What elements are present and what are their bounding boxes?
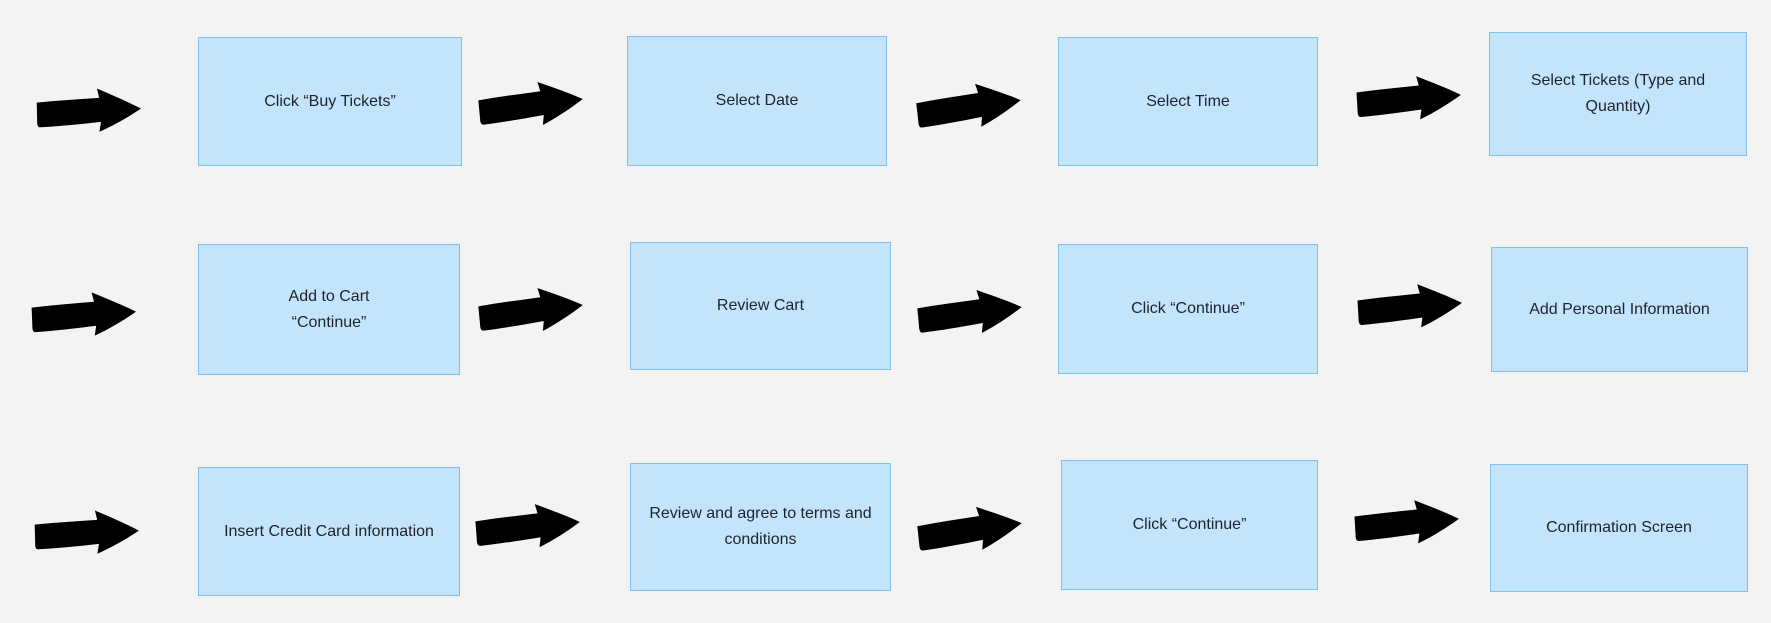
step-label: Review and agree to terms and conditions: [649, 505, 872, 548]
step-label: Click “Continue”: [1131, 300, 1245, 318]
step-label: Add Personal Information: [1529, 300, 1710, 318]
step-select-tickets-type-quantity[interactable]: Select Tickets (Type and Quantity): [1489, 32, 1747, 156]
step-review-agree-terms-conditions[interactable]: Review and agree to terms and conditions: [630, 463, 891, 591]
step-confirmation-screen[interactable]: Confirmation Screen: [1490, 464, 1748, 592]
step-label: Click “Buy Tickets”: [264, 92, 396, 110]
flow-arrow-icon: [36, 87, 142, 134]
step-review-cart[interactable]: Review Cart: [630, 242, 891, 370]
flow-arrow-icon: [1355, 73, 1463, 124]
flow-arrow-icon: [915, 285, 1025, 340]
flow-arrow-icon: [30, 290, 138, 339]
step-label: Select Time: [1146, 92, 1230, 110]
step-add-personal-information[interactable]: Add Personal Information: [1491, 247, 1748, 372]
step-add-to-cart-continue[interactable]: Add to Cart “Continue”: [198, 244, 460, 375]
flow-arrow-icon: [34, 509, 140, 556]
flow-arrow-icon: [915, 501, 1025, 558]
flow-arrow-icon: [474, 500, 582, 553]
step-select-time[interactable]: Select Time: [1058, 37, 1318, 166]
step-insert-credit-card-information[interactable]: Insert Credit Card information: [198, 467, 460, 596]
flow-arrow-icon: [1353, 497, 1461, 548]
step-label: Review Cart: [716, 297, 805, 315]
step-click-buy-tickets[interactable]: Click “Buy Tickets”: [198, 37, 462, 166]
step-label: Confirmation Screen: [1546, 519, 1692, 537]
step-label: Select Tickets (Type and Quantity): [1530, 72, 1706, 115]
step-label: Add to Cart “Continue”: [288, 287, 370, 331]
step-label: Insert Credit Card information: [224, 522, 434, 540]
step-label: Select Date: [715, 92, 799, 110]
step-click-continue-payment[interactable]: Click “Continue”: [1061, 460, 1318, 590]
step-label: Click “Continue”: [1132, 516, 1247, 534]
step-click-continue-cart[interactable]: Click “Continue”: [1058, 244, 1318, 374]
flow-arrow-icon: [476, 77, 586, 132]
flow-arrow-icon: [476, 283, 586, 338]
flow-arrow-icon: [1356, 281, 1464, 332]
step-select-date[interactable]: Select Date: [627, 36, 887, 166]
flow-arrow-icon: [914, 78, 1024, 135]
